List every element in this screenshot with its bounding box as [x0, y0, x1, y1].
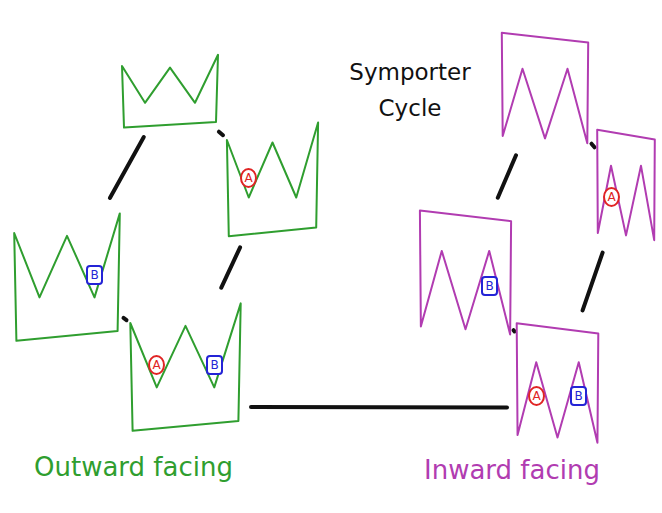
- transporter-state: AB: [515, 318, 600, 448]
- transporter-outline: [515, 318, 600, 448]
- transporter-state: AB: [128, 295, 243, 435]
- transporter-state: B: [418, 205, 513, 340]
- substrate-marker: A: [148, 355, 165, 375]
- state-group-label: Inward facing: [424, 455, 600, 485]
- substrate-marker: B: [570, 386, 587, 406]
- cycle-link: [219, 132, 223, 136]
- transporter-outline: [128, 295, 243, 435]
- transporter-outline: [120, 50, 220, 130]
- transporter-outline-path: [122, 55, 218, 128]
- cycle-link: [592, 144, 595, 148]
- substrate-letter: B: [90, 269, 98, 281]
- diagram-title-text: Symporter Cycle: [349, 59, 470, 121]
- substrate-letter: B: [485, 280, 493, 292]
- substrate-marker: A: [528, 386, 545, 406]
- transporter-outline: [596, 125, 656, 245]
- transporter-outline-path: [517, 323, 599, 443]
- substrate-marker: B: [86, 265, 103, 285]
- cycle-link: [124, 318, 127, 320]
- substrate-marker: A: [240, 168, 257, 188]
- transporter-outline-path: [227, 123, 318, 237]
- transporter-state: B: [12, 205, 122, 345]
- substrate-marker: A: [603, 187, 620, 207]
- transporter-state: [120, 50, 220, 130]
- transporter-outline: [500, 28, 590, 148]
- transporter-state: A: [225, 115, 320, 240]
- substrate-letter: A: [607, 191, 615, 203]
- substrate-letter: A: [152, 359, 160, 371]
- cycle-link: [110, 137, 144, 198]
- transporter-outline-path: [502, 33, 588, 143]
- transporter-outline-path: [597, 130, 655, 240]
- cycle-link: [221, 247, 240, 287]
- substrate-letter: B: [574, 390, 582, 402]
- diagram-title: Symporter Cycle: [340, 55, 480, 126]
- transporter-outline-path: [14, 213, 120, 340]
- substrate-letter: B: [210, 359, 218, 371]
- state-group-label-text: Outward facing: [34, 452, 233, 482]
- cycle-link: [251, 405, 507, 410]
- transporter-state: A: [596, 125, 656, 245]
- substrate-letter: A: [532, 390, 540, 402]
- cycle-link: [583, 253, 603, 311]
- cycle-link: [498, 155, 516, 197]
- substrate-marker: B: [206, 355, 223, 375]
- state-group-label-text: Inward facing: [424, 455, 600, 485]
- transporter-state: [500, 28, 590, 148]
- transporter-outline: [418, 205, 513, 340]
- transporter-outline-path: [420, 210, 511, 334]
- cycle-link: [514, 330, 515, 331]
- substrate-letter: A: [244, 172, 252, 184]
- substrate-marker: B: [481, 276, 498, 296]
- state-group-label: Outward facing: [34, 452, 233, 482]
- transporter-outline: [12, 205, 122, 345]
- transporter-outline-path: [130, 303, 240, 430]
